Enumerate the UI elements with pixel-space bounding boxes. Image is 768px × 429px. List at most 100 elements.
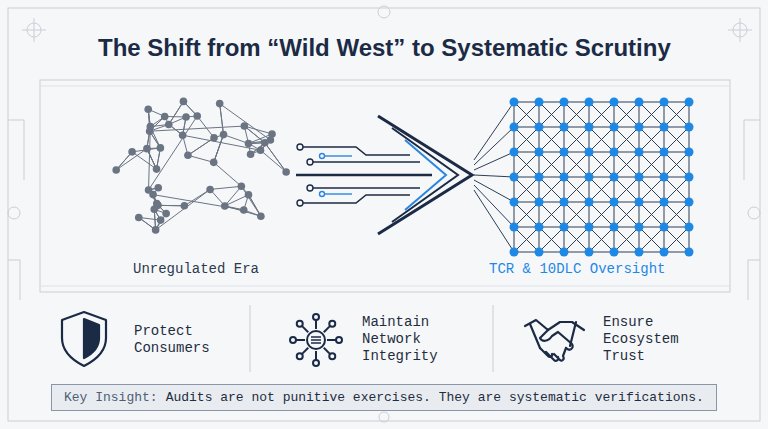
network-link xyxy=(224,135,249,144)
frame xyxy=(8,6,760,422)
grid-link xyxy=(514,127,539,152)
pad xyxy=(307,159,313,165)
network-dot xyxy=(245,140,253,148)
spoke-node xyxy=(329,321,335,327)
grid-link xyxy=(564,152,589,177)
network-link xyxy=(188,155,214,162)
network-dot xyxy=(206,186,214,194)
grid-link xyxy=(589,152,614,177)
grid-link xyxy=(564,177,589,202)
grid-dot xyxy=(610,173,619,182)
network-dot xyxy=(245,191,253,199)
grid-dot xyxy=(510,198,519,207)
grid-dot xyxy=(685,148,694,157)
network-dot xyxy=(161,113,169,121)
grid-dot xyxy=(660,198,669,207)
grid-dot xyxy=(510,148,519,157)
grid-link xyxy=(564,177,589,202)
grid-dot xyxy=(560,248,569,257)
grid-dot xyxy=(510,173,519,182)
insight-text: Audits are not punitive exercises. They … xyxy=(166,390,704,405)
grid-dot xyxy=(660,148,669,157)
grid-dot xyxy=(585,223,594,232)
spoke-node xyxy=(297,353,303,359)
benefit-label: Maintain Network Integrity xyxy=(362,314,454,364)
network-dot xyxy=(152,226,160,234)
grid-link xyxy=(539,177,564,202)
network-link xyxy=(214,162,242,186)
network-dot xyxy=(135,214,143,222)
network-link xyxy=(156,189,210,229)
grid-link xyxy=(474,152,514,170)
network-link xyxy=(149,127,151,190)
network-dot xyxy=(240,206,248,214)
network-dot xyxy=(257,212,265,220)
network-dot xyxy=(216,100,224,108)
network-dot xyxy=(238,183,246,191)
spoke-node xyxy=(313,314,319,320)
grid-link xyxy=(614,152,639,177)
network-link xyxy=(197,116,214,138)
grid-link xyxy=(539,227,564,252)
insight-box: Key Insight:Audits are not punitive exer… xyxy=(51,384,717,411)
grid-dot xyxy=(560,148,569,157)
grid-link xyxy=(564,227,589,252)
trace xyxy=(322,155,352,156)
grid-dot xyxy=(585,148,594,157)
grid-link xyxy=(514,177,539,202)
grid-link xyxy=(664,152,689,177)
network-dot xyxy=(261,139,269,147)
network-dot xyxy=(154,184,162,192)
trace xyxy=(296,174,432,176)
network-link xyxy=(225,186,242,206)
transition-arrow xyxy=(296,116,472,234)
fingers xyxy=(540,348,566,361)
network-dot xyxy=(193,112,201,120)
grid-link xyxy=(514,227,539,252)
grid-dot xyxy=(610,123,619,132)
grid-link xyxy=(514,152,539,177)
shield-outline xyxy=(62,312,106,366)
grid-dot xyxy=(510,98,519,107)
network-dot xyxy=(157,216,165,224)
benefit-label: Protect Consumers xyxy=(134,323,226,357)
grid-link xyxy=(664,127,689,152)
trace xyxy=(310,161,420,163)
network-link xyxy=(169,101,184,124)
grid-dot xyxy=(535,223,544,232)
divider xyxy=(250,305,251,372)
network-dot xyxy=(143,145,151,153)
shield-half xyxy=(84,319,99,358)
grid-network xyxy=(474,98,694,257)
grid-link xyxy=(614,102,639,127)
spoke xyxy=(315,351,317,360)
trace xyxy=(300,195,410,203)
grid-link xyxy=(539,102,564,127)
grid-dot xyxy=(510,223,519,232)
grid-dot xyxy=(660,123,669,132)
network-dot xyxy=(282,168,290,176)
grid-link xyxy=(639,202,664,227)
grid-link xyxy=(664,227,689,252)
grid-dot xyxy=(585,123,594,132)
grid-link xyxy=(514,102,539,127)
grid-dot xyxy=(660,223,669,232)
grid-link xyxy=(514,202,539,227)
grid-dot xyxy=(585,173,594,182)
grid-link xyxy=(514,102,539,127)
circuit-lines xyxy=(322,156,352,194)
grid-link xyxy=(564,202,589,227)
grid-link xyxy=(589,127,614,152)
grid-link xyxy=(639,177,664,202)
grid-dot xyxy=(685,123,694,132)
grid-link xyxy=(639,127,664,152)
stage-label: Unregulated Era xyxy=(133,261,259,278)
stage-label: TCR & 10DLC Oversight xyxy=(489,261,665,278)
grid-link xyxy=(589,127,614,152)
rule xyxy=(40,86,730,87)
spoke xyxy=(302,326,308,332)
network-dot xyxy=(157,144,165,152)
crosshair xyxy=(34,18,35,42)
